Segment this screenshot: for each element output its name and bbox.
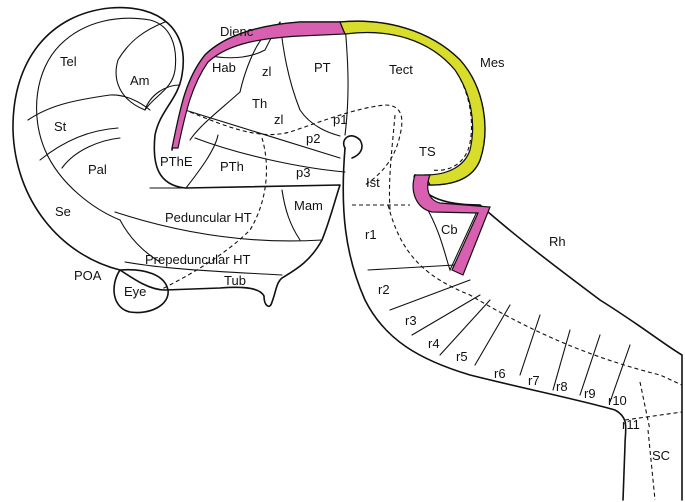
- cb-outline: [424, 204, 481, 272]
- se-boundary: [119, 219, 161, 263]
- label-eye: Eye: [124, 284, 146, 299]
- label-r8: r8: [556, 379, 568, 394]
- label-mam: Mam: [294, 198, 323, 213]
- magenta-mhb-highlight: [412, 174, 491, 276]
- label-cb: Cb: [441, 222, 458, 237]
- zl-th-boundary: [189, 34, 266, 141]
- label-zl-mid: zl: [274, 112, 284, 127]
- isthmus-dashed: [388, 114, 396, 211]
- p1-p2-boundary: [344, 24, 349, 136]
- label-r10: r10: [608, 393, 627, 408]
- label-st: St: [54, 119, 67, 134]
- label-r5: r5: [456, 349, 468, 364]
- peduncular-ht-boundary: [114, 211, 323, 242]
- tect-ts-dashed: [344, 23, 473, 171]
- label-pthe: PThE: [160, 154, 193, 169]
- label-tect: Tect: [389, 62, 413, 77]
- label-r9: r9: [584, 386, 596, 401]
- label-th: Th: [252, 96, 267, 111]
- tel-inner-boundary: [36, 17, 177, 221]
- label-pt: PT: [314, 60, 331, 75]
- label-r6: r6: [494, 366, 506, 381]
- label-r11: r11: [622, 417, 640, 432]
- label-tub: Tub: [224, 273, 246, 288]
- label-p1: p1: [333, 112, 347, 127]
- eye-outline: [113, 268, 169, 314]
- prepeduncular-ht-boundary: [124, 261, 283, 276]
- label-pth: PTh: [220, 159, 244, 174]
- r6-r7-boundary: [519, 314, 541, 376]
- hindbrain-alar-basal-dashed: [352, 204, 683, 386]
- label-hab: Hab: [212, 60, 236, 75]
- label-am: Am: [130, 73, 150, 88]
- label-r3: r3: [405, 313, 417, 328]
- yellow-mesencephalic-highlight: [339, 20, 486, 186]
- r8-r9-boundary: [579, 334, 601, 396]
- label-ist: Ist: [366, 175, 380, 190]
- r3-r4-boundary: [411, 294, 481, 336]
- alar-basal-dashed-forebrain: [189, 104, 403, 186]
- p3-boundary: [194, 137, 346, 173]
- label-se: Se: [55, 204, 71, 219]
- hypothalamic-dashed: [159, 137, 267, 291]
- mam-boundary: [281, 189, 301, 241]
- label-prepeduncular-ht: Prepeduncular HT: [145, 252, 251, 267]
- r2-r3-boundary: [389, 279, 471, 311]
- r5-r6-boundary: [474, 304, 511, 366]
- forebrain-outline: [12, 6, 341, 308]
- label-r2: r2: [378, 282, 390, 297]
- am-boundary: [115, 21, 181, 111]
- label-tel: Tel: [60, 54, 77, 69]
- r4-r5-boundary: [439, 299, 491, 356]
- label-p2: p2: [306, 131, 320, 146]
- r7-r8-boundary: [552, 329, 571, 391]
- label-ts: TS: [419, 144, 436, 159]
- r9-r10-boundary: [609, 344, 631, 403]
- pt-boundary: [279, 21, 341, 137]
- isthmus-bump: [342, 135, 363, 159]
- label-p3: p3: [296, 165, 310, 180]
- pth-boundary: [149, 134, 219, 189]
- st-boundary: [27, 94, 151, 121]
- label-sc: SC: [652, 448, 670, 463]
- r1-r2-boundary: [367, 264, 456, 271]
- label-r4: r4: [428, 336, 440, 351]
- label-mes: Mes: [480, 55, 505, 70]
- pal-boundary: [39, 127, 121, 169]
- label-rh: Rh: [549, 234, 566, 249]
- midbrain-outline: [339, 20, 486, 186]
- label-zl-top: zl: [262, 64, 272, 79]
- label-r1: r1: [365, 227, 377, 242]
- label-r7: r7: [528, 373, 540, 388]
- label-pal: Pal: [88, 162, 107, 177]
- label-peduncular-ht: Peduncular HT: [165, 210, 252, 225]
- rhombomere-dashed-lines: [624, 381, 683, 501]
- label-dienc: Dienc: [220, 24, 254, 39]
- hindbrain-outline: [342, 147, 683, 501]
- label-poa: POA: [74, 268, 102, 283]
- magenta-diencephalic-boundary: [171, 21, 346, 149]
